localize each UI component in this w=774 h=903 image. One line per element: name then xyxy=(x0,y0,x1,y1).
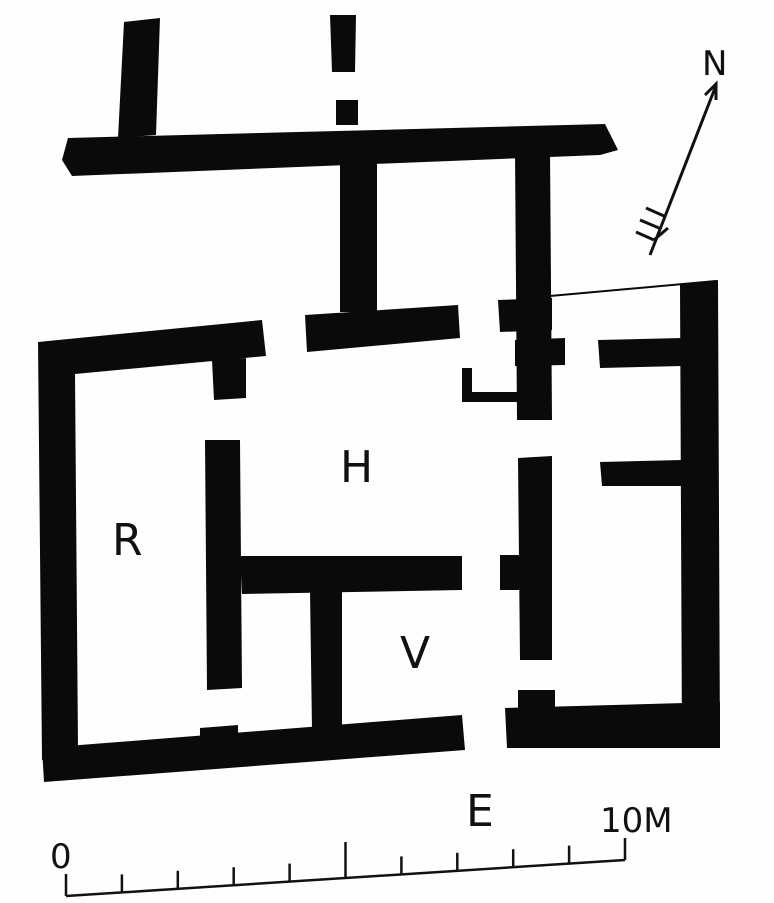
wall xyxy=(600,460,682,486)
wall xyxy=(240,556,462,594)
wall xyxy=(212,358,246,400)
wall xyxy=(38,320,266,760)
wall xyxy=(598,338,682,368)
wall xyxy=(340,140,377,312)
walls xyxy=(38,15,720,782)
wall xyxy=(500,555,520,590)
wall xyxy=(462,368,520,402)
wall xyxy=(515,338,565,366)
north-label: N xyxy=(702,44,727,84)
scale-start-label: 0 xyxy=(50,837,72,877)
room-label-v: V xyxy=(400,628,430,679)
wall xyxy=(118,18,160,138)
wall xyxy=(310,590,342,730)
wall xyxy=(42,715,465,782)
wall xyxy=(330,15,356,72)
wall xyxy=(498,298,552,332)
wall xyxy=(515,150,552,420)
scale-end-label: 10M xyxy=(600,801,673,841)
room-label-r: R xyxy=(112,515,143,566)
wall xyxy=(305,305,460,352)
wall xyxy=(200,725,238,740)
wall xyxy=(336,100,358,125)
wall xyxy=(518,690,555,708)
wall xyxy=(680,280,720,748)
room-label-h: H xyxy=(340,442,373,493)
entrance-label: E xyxy=(466,786,494,837)
scale-bar xyxy=(64,838,627,898)
wall xyxy=(205,440,242,690)
north-arrow-icon xyxy=(635,80,718,256)
wall xyxy=(505,702,720,748)
wall xyxy=(518,456,552,660)
